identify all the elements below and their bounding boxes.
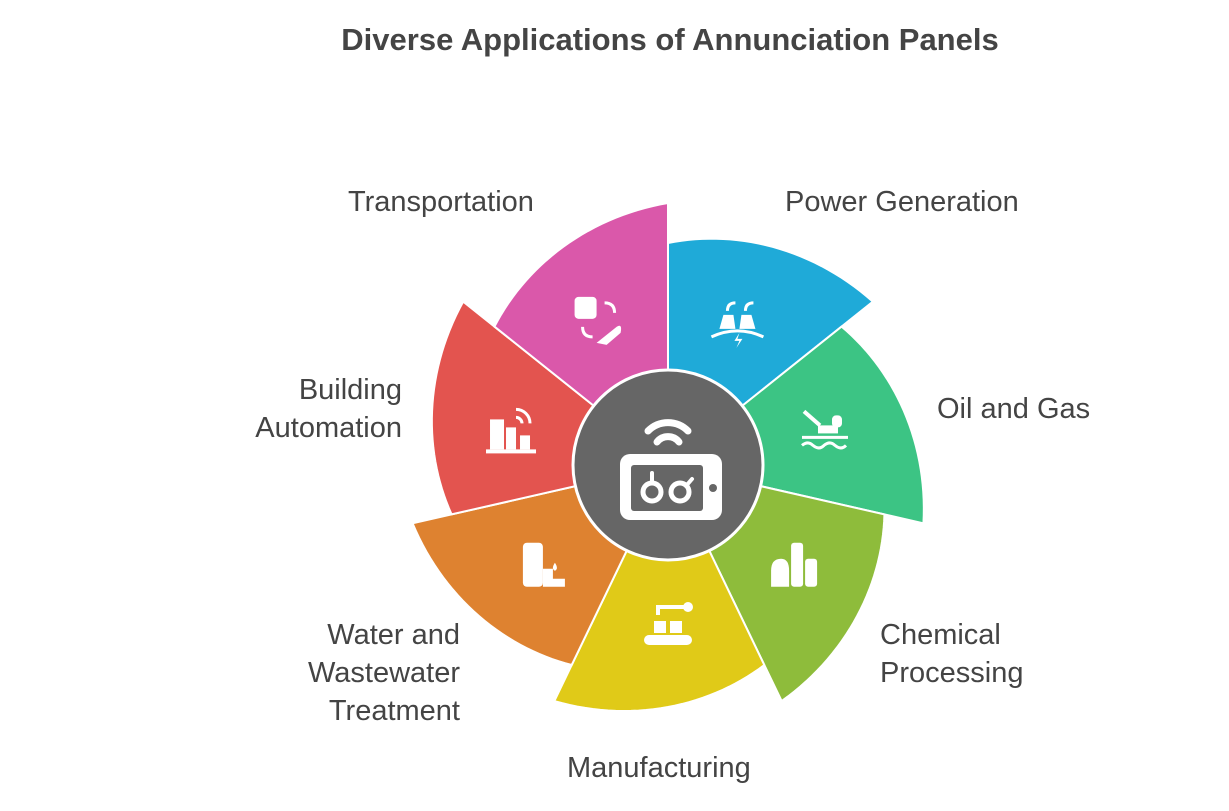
- label-water-and-wastewater-treatment: Water and Wastewater Treatment: [307, 619, 460, 727]
- label-power-generation: Power Generation: [785, 186, 1019, 218]
- label-transportation: Transportation: [348, 186, 534, 218]
- chemical-plant-icon: [771, 542, 818, 587]
- label-oil-and-gas: Oil and Gas: [937, 393, 1091, 425]
- transport-icon: [574, 296, 622, 345]
- water-treatment-icon: [522, 542, 565, 587]
- label-manufacturing: Manufacturing: [567, 752, 751, 784]
- page-title: Diverse Applications of Annunciation Pan…: [341, 22, 999, 57]
- power-plant-icon: [710, 301, 765, 348]
- segment-manufacturing: [552, 462, 766, 712]
- label-chemical-processing: Chemical Processing: [880, 619, 1024, 689]
- label-building-automation: Building Automation: [255, 374, 402, 444]
- smart-building-icon: [486, 407, 537, 454]
- robot-arm-conveyor-icon: [644, 602, 693, 645]
- annunciation-panel-icon: [620, 419, 722, 520]
- oil-rig-icon: [801, 409, 848, 450]
